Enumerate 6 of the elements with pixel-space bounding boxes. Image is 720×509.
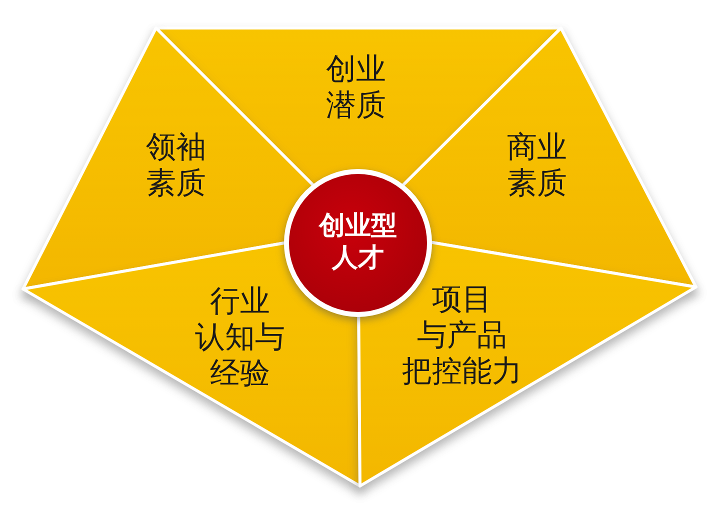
segment-label: 创业潜质 [326, 52, 386, 124]
segment-label: 项目与产品把控能力 [402, 282, 522, 390]
center-label: 创业型人才 [319, 210, 397, 274]
segment-label: 行业认知与经验 [195, 284, 285, 392]
segment-label: 领袖素质 [146, 130, 206, 202]
segment-label: 商业素质 [507, 130, 567, 202]
